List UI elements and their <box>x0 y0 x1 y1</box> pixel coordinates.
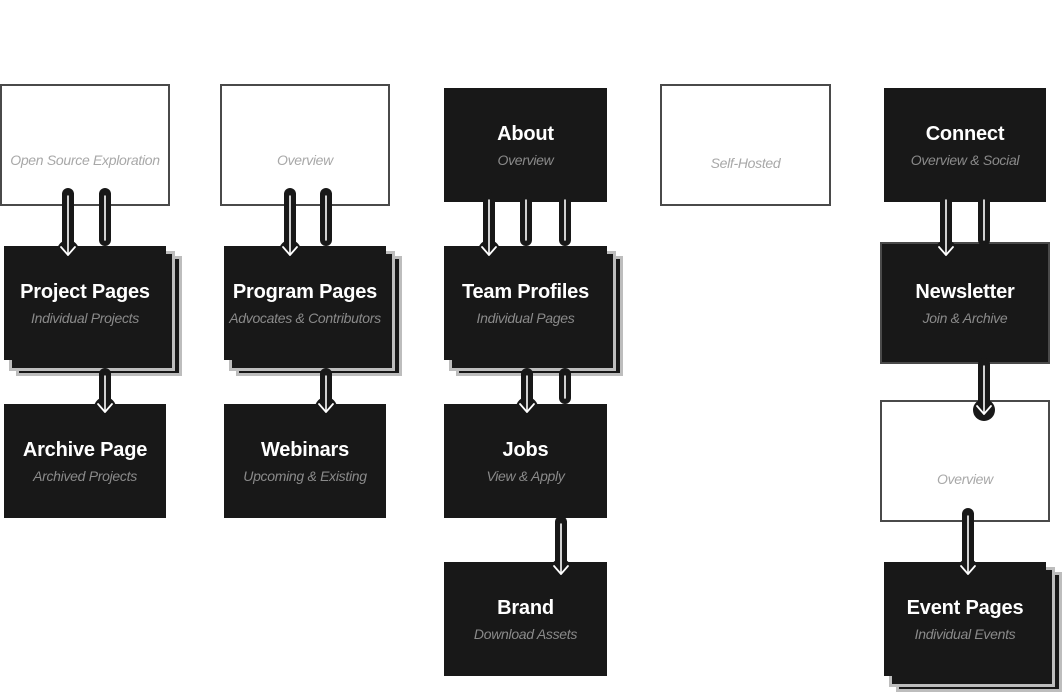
node-subtitle: Upcoming & Existing <box>243 467 367 484</box>
node-brand[interactable]: Brand Download Assets <box>444 562 607 676</box>
node-subtitle: Advocates & Contributors <box>229 309 381 326</box>
node-subtitle: View & Apply <box>486 467 565 484</box>
node-subtitle: Open Source Exploration <box>10 152 160 168</box>
node-subtitle: Overview <box>497 151 554 168</box>
node-subtitle: Download Assets <box>473 625 578 642</box>
node-title: Webinars <box>260 438 350 461</box>
node-subtitle: Overview <box>937 471 993 487</box>
node-subtitle: Individual Pages <box>476 309 575 326</box>
node-connect[interactable]: Connect Overview & Social <box>884 88 1046 202</box>
node-title: Jobs <box>502 438 549 461</box>
node-archive-page[interactable]: Archive Page Archived Projects <box>4 404 166 518</box>
node-title: About <box>497 122 554 145</box>
node-self-hosted[interactable]: Self-Hosted <box>660 84 831 206</box>
node-title: Program Pages <box>232 280 378 303</box>
node-title: Event Pages <box>906 596 1024 619</box>
node-programs-overview[interactable]: Overview <box>220 84 390 206</box>
node-jobs[interactable]: Jobs View & Apply <box>444 404 607 518</box>
node-event-pages[interactable]: Event Pages Individual Events <box>884 562 1046 676</box>
node-subtitle: Individual Projects <box>31 309 139 326</box>
node-subtitle: Overview & Social <box>910 151 1020 168</box>
node-subtitle: Join & Archive <box>922 309 1008 326</box>
node-subtitle: Archived Projects <box>33 467 137 484</box>
node-title: Newsletter <box>915 280 1015 303</box>
node-about[interactable]: About Overview <box>444 88 607 202</box>
node-webinars[interactable]: Webinars Upcoming & Existing <box>224 404 386 518</box>
node-title: Connect <box>925 122 1005 145</box>
node-subtitle: Overview <box>277 152 333 168</box>
node-newsletter[interactable]: Newsletter Join & Archive <box>880 242 1050 364</box>
node-project-pages[interactable]: Project Pages Individual Projects <box>4 246 166 360</box>
node-title: Archive Page <box>22 438 148 461</box>
node-program-pages[interactable]: Program Pages Advocates & Contributors <box>224 246 386 360</box>
node-open-source-exploration[interactable]: Open Source Exploration <box>0 84 170 206</box>
node-subtitle: Individual Events <box>914 625 1016 642</box>
node-team-profiles[interactable]: Team Profiles Individual Pages <box>444 246 607 360</box>
node-title: Team Profiles <box>461 280 590 303</box>
node-title: Brand <box>497 596 554 619</box>
node-title: Project Pages <box>20 280 150 303</box>
node-subtitle: Self-Hosted <box>710 155 781 171</box>
node-events-overview[interactable]: Overview <box>880 400 1050 522</box>
